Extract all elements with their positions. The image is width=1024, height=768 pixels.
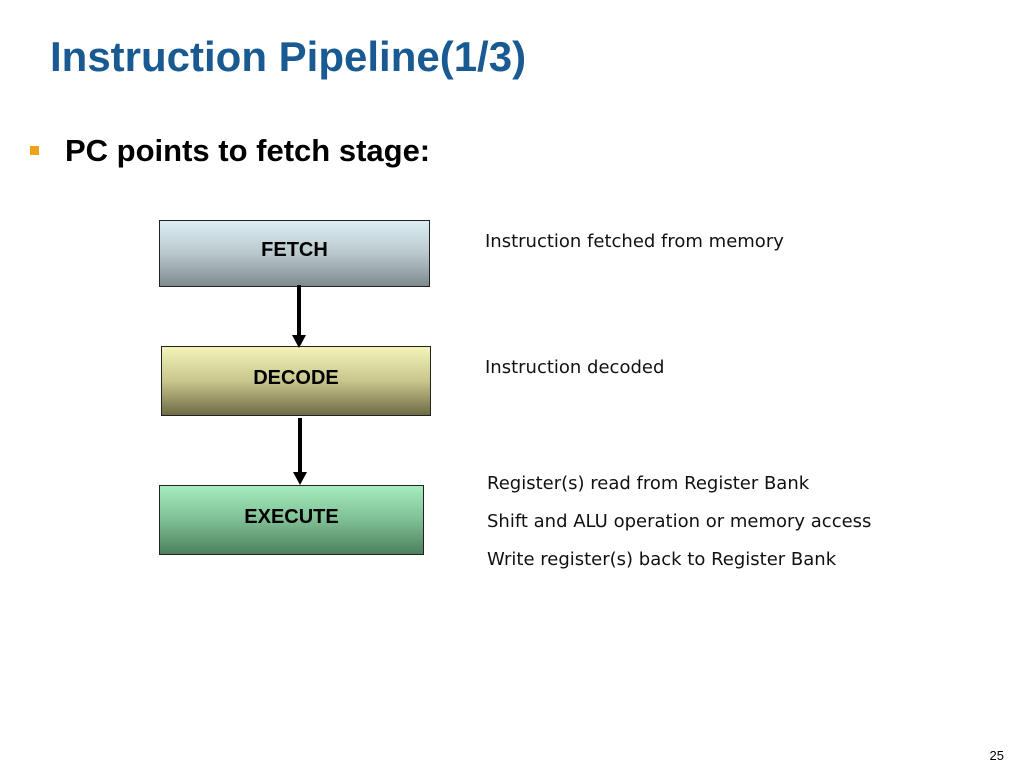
square-bullet-icon — [30, 145, 39, 155]
decode-stage-label: DECODE — [253, 366, 339, 389]
arrow-fetch-to-decode — [292, 285, 306, 348]
bullet-text: PC points to fetch stage: — [65, 133, 431, 168]
fetch-description: Instruction fetched from memory — [485, 231, 784, 252]
execute-description-line: Shift and ALU operation or memory access — [487, 511, 872, 532]
execute-stage-label: EXECUTE — [244, 505, 339, 528]
execute-description-line: Register(s) read from Register Bank — [487, 473, 810, 494]
fetch-stage-label: FETCH — [261, 239, 328, 261]
fetch-stage-box: FETCH — [159, 220, 430, 287]
execute-stage-box: EXECUTE — [159, 485, 424, 555]
arrow-decode-to-execute — [293, 418, 307, 485]
decode-stage-box: DECODE — [161, 346, 431, 416]
slide-title: Instruction Pipeline(1/3) — [50, 33, 527, 80]
bullet-item: PC points to fetch stage: — [30, 133, 430, 169]
decode-description: Instruction decoded — [485, 357, 665, 378]
execute-description-line: Write register(s) back to Register Bank — [487, 549, 837, 570]
page-number: 25 — [989, 748, 1004, 763]
